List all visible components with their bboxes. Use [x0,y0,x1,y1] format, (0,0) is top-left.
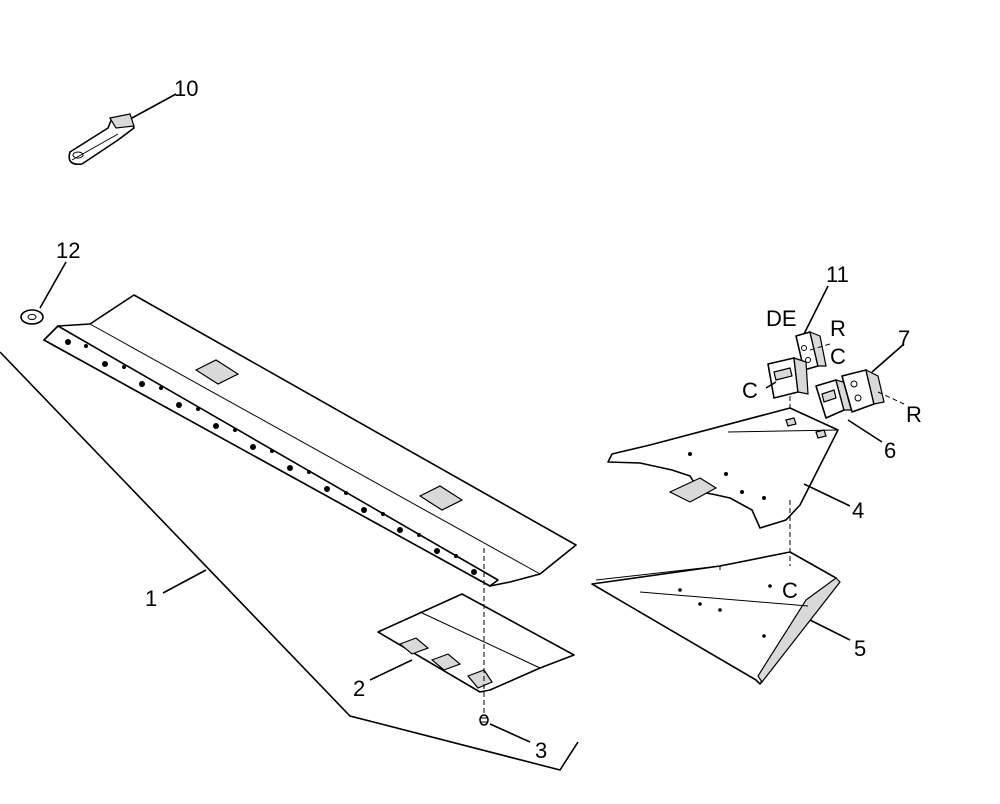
part-left-bracket [767,357,809,399]
marker-r-lower: R [906,402,922,427]
leader-c-left [765,381,777,389]
callout-5: 5 [854,636,866,661]
leader-10 [131,93,177,119]
part-4-upper-plate [607,407,839,529]
assembly-line-r-lower [877,391,905,405]
callout-4: 4 [852,498,864,523]
leader-7 [871,343,905,373]
assembly-line-r-upper [809,343,831,351]
leader-12 [39,261,67,309]
leader-1 [162,569,207,594]
callout-3: 3 [535,738,547,763]
panel-1-bolt-holes [65,339,477,575]
leader-6 [847,419,883,443]
leader-3 [489,723,531,743]
part-10-strap [68,113,135,166]
callout-1: 1 [145,586,157,611]
marker-c-plate: C [782,578,798,603]
marker-c-upper: C [830,344,846,369]
part-12-washer [20,309,44,325]
leader-4 [803,483,851,507]
callout-7: 7 [898,326,910,351]
marker-de: DE [766,306,797,331]
part-5-lower-plate [591,551,841,685]
part-7-bracket [841,368,885,413]
group-bracket-1 [0,351,579,771]
callout-10: 10 [174,76,198,101]
callout-6: 6 [884,438,896,463]
leader-5 [809,619,851,641]
part-11-small-bracket [795,331,827,371]
callout-12: 12 [56,238,80,263]
part-1-divider-panel [43,294,577,587]
callout-2: 2 [353,676,365,701]
leader-11 [803,285,829,335]
part-3-nut [479,714,489,726]
callout-11: 11 [826,262,849,287]
marker-r-upper: R [830,316,846,341]
part-2-tip-plate [377,593,575,693]
marker-c-left: C [742,378,758,403]
leader-2 [369,659,413,681]
